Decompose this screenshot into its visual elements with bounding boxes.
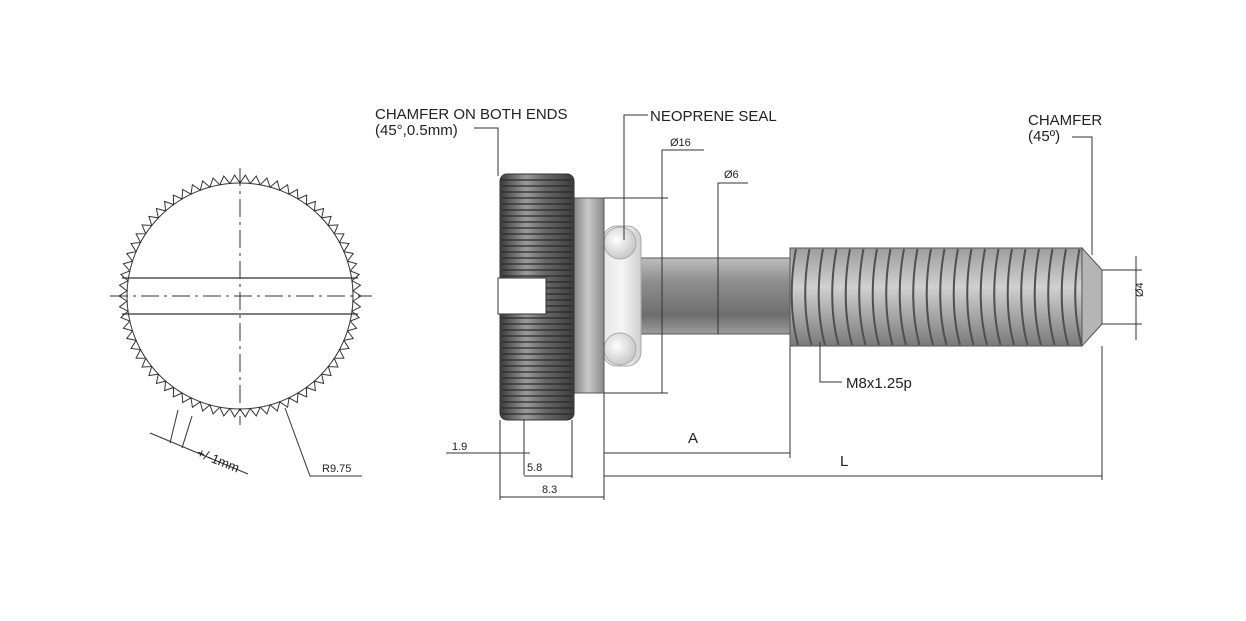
dim-5-8-label: 5.8 xyxy=(527,462,542,474)
radius-label: R9.75 xyxy=(322,463,351,475)
head-flange xyxy=(571,197,605,394)
dim-a-label: A xyxy=(688,430,698,447)
seal-section-top xyxy=(603,226,637,260)
tolerance-label: +/-1mm xyxy=(195,445,242,476)
thread-crests xyxy=(790,248,1083,346)
head-slot xyxy=(497,277,547,315)
chamfer-ends-label-2: (45°,0.5mm) xyxy=(375,122,458,139)
tip-chamfer-label-1: CHAMFER xyxy=(1028,112,1102,129)
knurl-ridges xyxy=(502,179,572,415)
end-view: +/-1mm R9.75 xyxy=(110,168,372,477)
side-view: Ø16 Ø6 Ø4 1.9 5.8 8.3 A L CHAMFER ON BOT… xyxy=(375,106,1146,500)
tolerance-ext-line-1 xyxy=(169,409,179,444)
neoprene-seal-label: NEOPRENE SEAL xyxy=(650,108,777,125)
chamfer-ends-label-1: CHAMFER ON BOTH ENDS xyxy=(375,106,568,123)
dia6-label: Ø6 xyxy=(724,169,739,181)
dia4-label: Ø4 xyxy=(1134,282,1146,297)
tolerance-dim-line xyxy=(149,432,249,475)
tip-chamfer-leader xyxy=(1072,136,1093,255)
dim-l-label: L xyxy=(840,453,848,470)
seal-leader xyxy=(623,114,648,240)
seal-section-bottom xyxy=(603,332,637,366)
chamfer-ends-leader xyxy=(474,127,499,176)
dim-8-3-label: 8.3 xyxy=(542,484,557,496)
tolerance-ext-line-2 xyxy=(181,415,193,449)
tip-chamfer-label-2: (45º) xyxy=(1028,128,1060,145)
dim-1-9-label: 1.9 xyxy=(452,441,467,453)
thread-callout-label: M8x1.25p xyxy=(846,375,912,392)
thread-leader xyxy=(819,342,842,383)
dia16-label: Ø16 xyxy=(670,137,691,149)
chamfered-tip xyxy=(1081,246,1103,348)
radius-leader xyxy=(284,407,362,477)
